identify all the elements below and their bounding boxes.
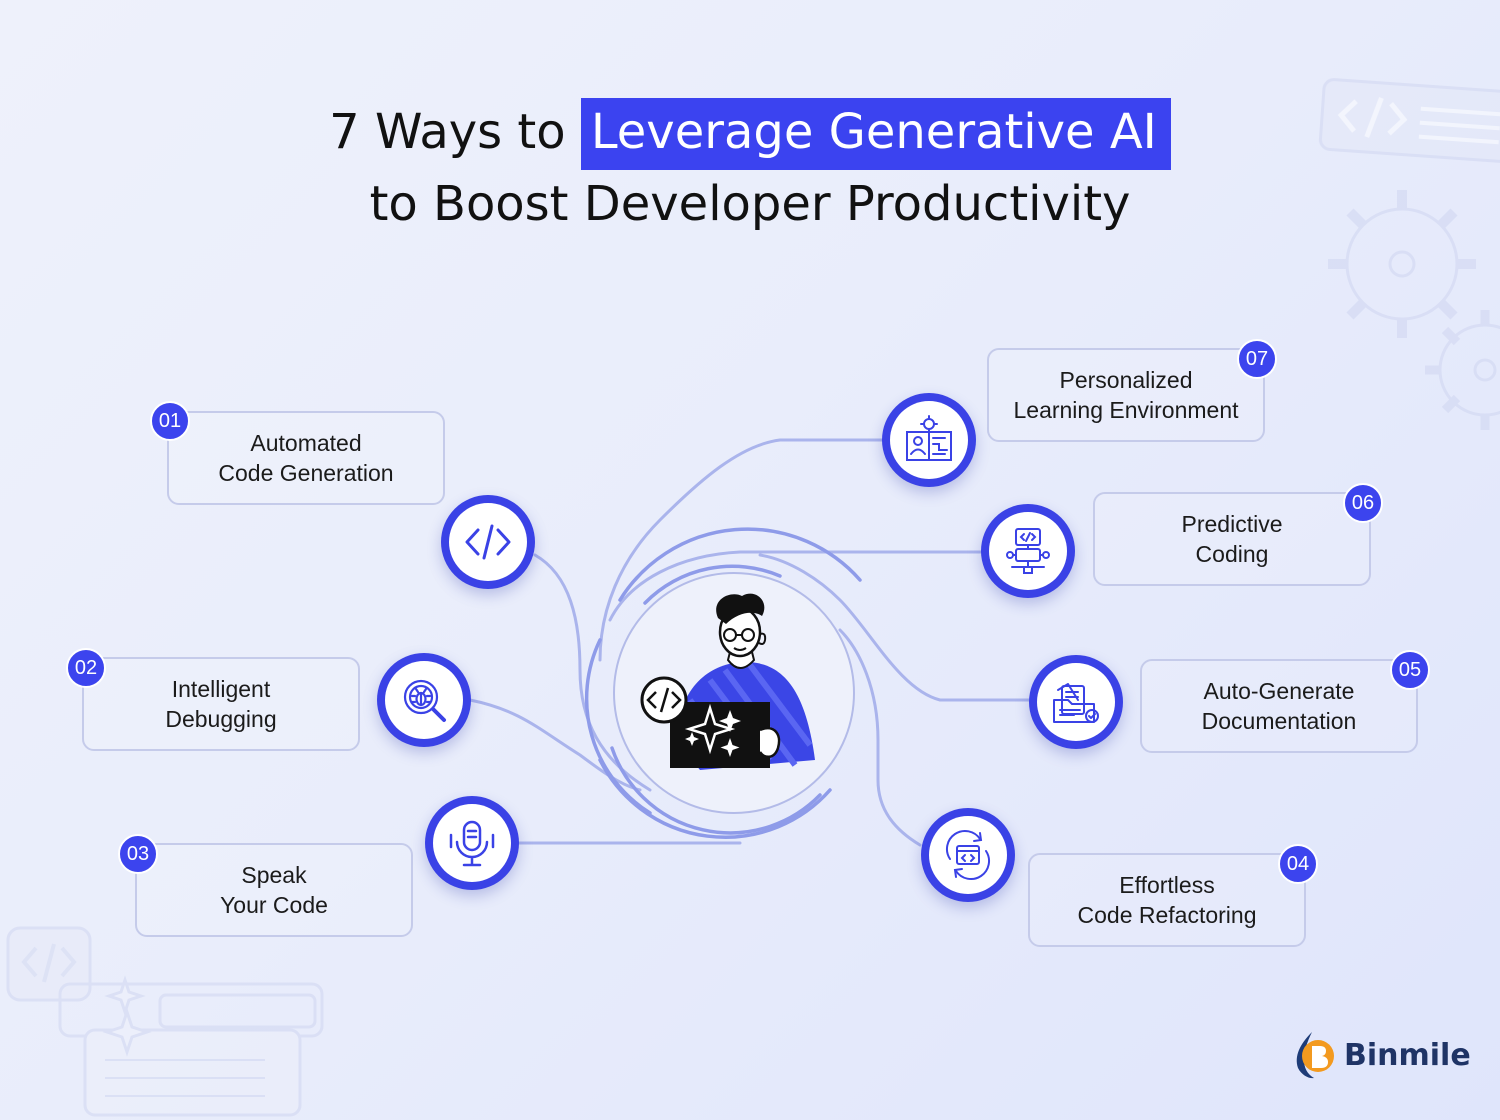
code-window-deco-icon [1318,78,1500,163]
outer-ring-arc [598,758,832,839]
gear-deco-icon [1328,190,1476,338]
card-automated-code-generation: Automated Code Generation [167,411,445,505]
connector-04 [838,628,922,847]
card-label: Effortless Code Refactoring [1077,872,1257,928]
card-predictive-coding: Predictive Coding [1093,492,1371,586]
card-intelligent-debugging: Intelligent Debugging [82,657,360,751]
learning-settings-icon [906,415,952,461]
icon-circle-learning [882,393,976,487]
documents-check-icon [1053,683,1099,723]
connector-02 [468,698,642,792]
card-label: Automated Code Generation [218,430,394,486]
icon-circle-debug [377,653,471,747]
gear-deco-icon [1425,310,1500,430]
icon-circle-mic [425,796,519,890]
card-label: Speak Your Code [220,862,328,918]
icon-circle-code [441,495,535,589]
number-badge: 05 [1390,650,1430,690]
icon-circle-predictive [981,504,1075,598]
number-badge: 03 [118,834,158,874]
outer-ring-arc [618,527,862,602]
number-badge: 07 [1237,339,1277,379]
brand-name: Binmile [1344,1037,1471,1073]
binmile-logo-icon [1296,1032,1334,1079]
bug-search-icon [403,679,446,722]
code-brackets-icon [465,524,511,560]
outer-ring-arc [643,564,782,605]
code-flow-icon [1006,528,1050,574]
connector-07 [598,438,884,662]
refactor-cycle-icon [945,830,991,880]
microphone-icon [449,820,495,867]
number-badge: 06 [1343,483,1383,523]
card-label: Personalized Learning Environment [1013,367,1239,423]
connector-05 [758,553,1032,702]
developer-illustration [640,593,815,770]
code-window-deco-icon [6,926,324,1117]
icon-circle-documentation [1029,655,1123,749]
card-label: Predictive Coding [1181,511,1283,567]
card-auto-generate-documentation: Auto-Generate Documentation [1140,659,1418,753]
page-title-line-1: 7 Ways to Leverage Generative AI [0,98,1500,170]
title-prefix: 7 Ways to [329,104,581,160]
number-badge: 01 [150,401,190,441]
connector-01 [533,553,652,792]
title-highlight: Leverage Generative AI [580,98,1171,170]
brand-logo: Binmile [1290,1030,1471,1080]
number-badge: 02 [66,648,106,688]
card-speak-your-code: Speak Your Code [135,843,413,937]
number-badge: 04 [1278,844,1318,884]
outer-ring-arc [610,746,822,835]
icon-circle-refactor [921,808,1015,902]
card-effortless-code-refactoring: Effortless Code Refactoring [1028,853,1306,947]
card-label: Auto-Generate Documentation [1201,678,1357,734]
connector-06 [608,550,984,622]
card-label: Intelligent Debugging [165,676,277,732]
page-title-line-2: to Boost Developer Productivity [369,176,1131,232]
card-personalized-learning-environment: Personalized Learning Environment [987,348,1265,442]
